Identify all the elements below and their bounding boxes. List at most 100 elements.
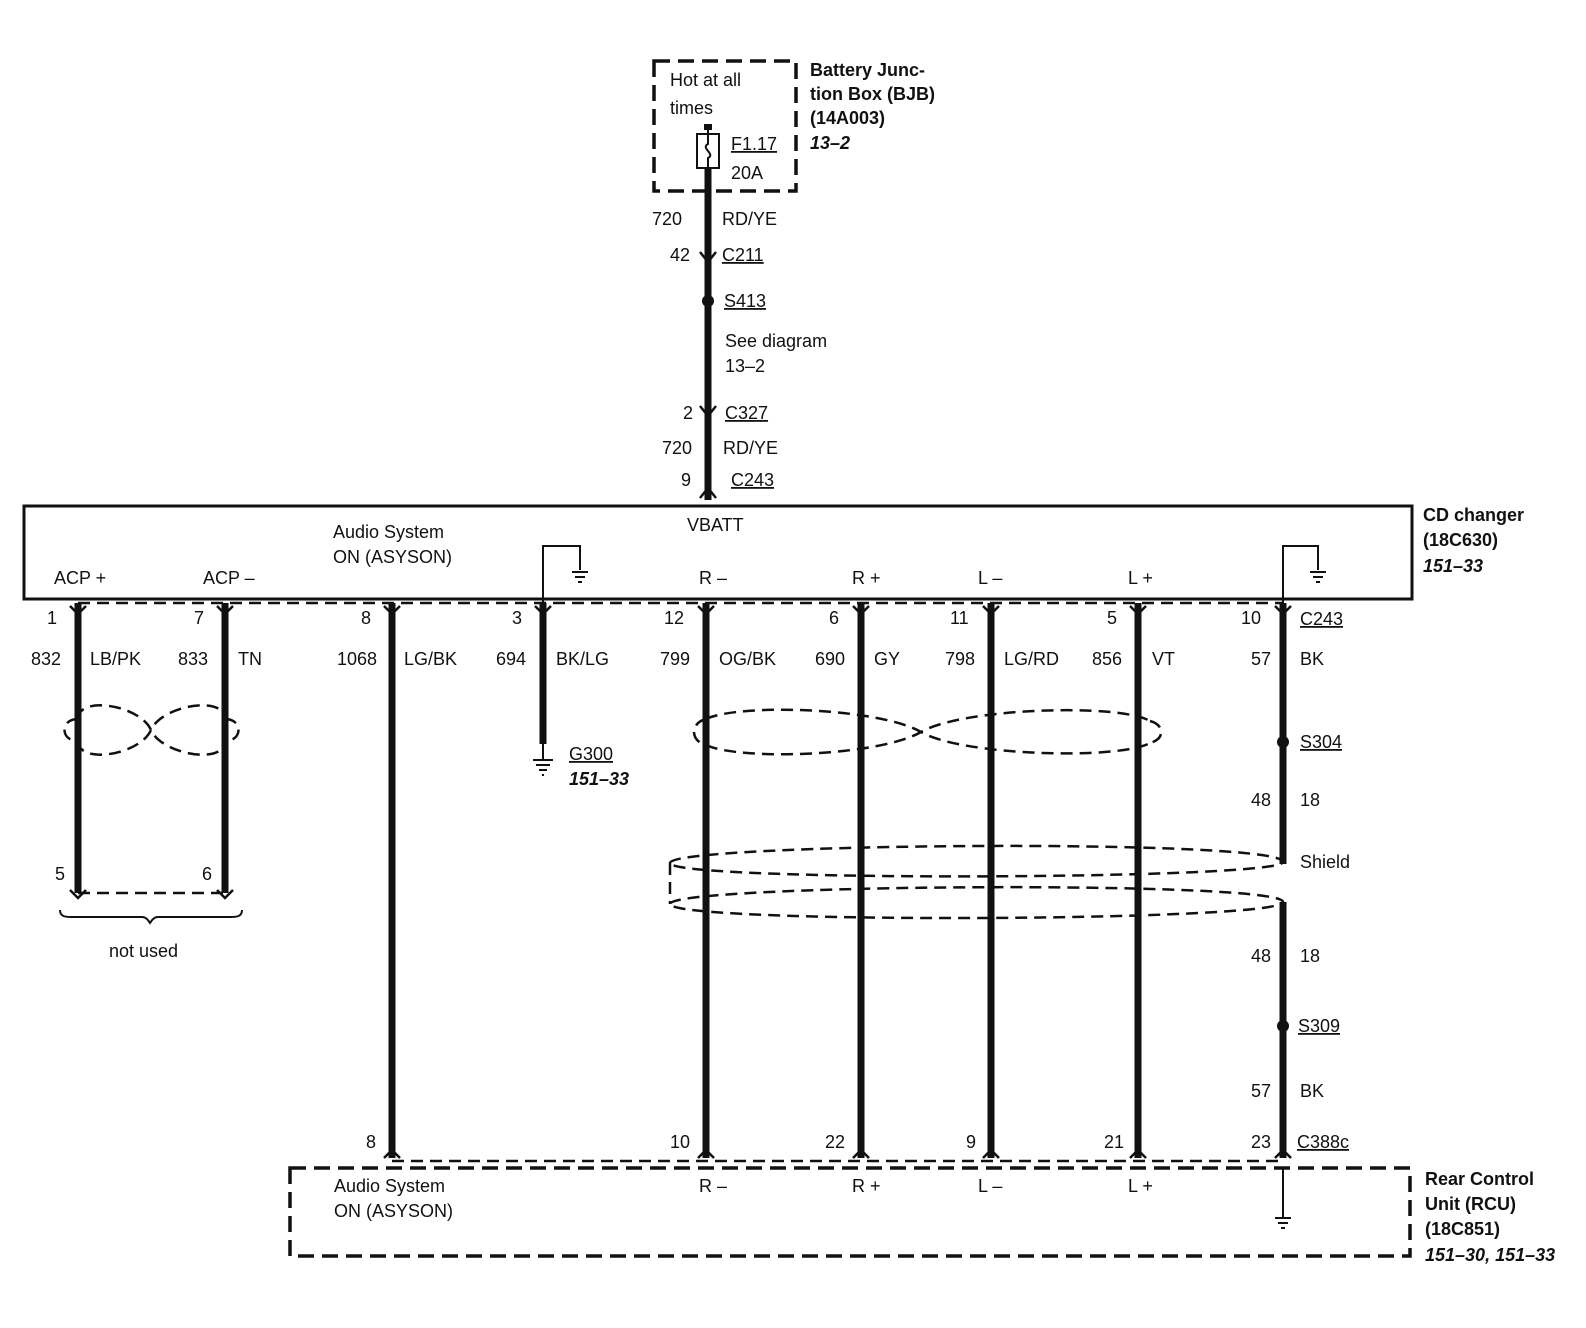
rcu-asyson-1: Audio System <box>334 1176 445 1196</box>
wire-856 <box>1129 603 1147 1159</box>
acp-plus-label: ACP + <box>54 568 106 588</box>
not-used-label: not used <box>109 941 178 961</box>
cd-l-minus: L – <box>978 568 1002 588</box>
rcu-pin-6: 23 <box>1251 1132 1271 1152</box>
wire-3-color: LG/BK <box>404 649 457 669</box>
rcu-title-2: Unit (RCU) <box>1425 1194 1516 1214</box>
twisted-pair-right-icon <box>692 708 1163 756</box>
shield-circuit-c: 57 <box>1251 1081 1271 1101</box>
connector-c211-icon <box>699 251 717 265</box>
wire-9-circuit: 57 <box>1251 649 1271 669</box>
bjb-box <box>652 59 798 193</box>
rcu-part: (18C851) <box>1425 1219 1500 1239</box>
wire-1-pin: 1 <box>47 608 57 628</box>
wire-6-color: GY <box>874 649 900 669</box>
connector-c243-top: C243 <box>731 470 774 490</box>
wire-8-color: VT <box>1152 649 1175 669</box>
shield-gauge-b: 18 <box>1300 946 1320 966</box>
see-diagram-2: 13–2 <box>725 356 765 376</box>
wire-798 <box>982 603 1000 1159</box>
acp-minus-label: ACP – <box>203 568 255 588</box>
twisted-pair-left-icon <box>63 704 240 756</box>
wire-1-color: LB/PK <box>90 649 141 669</box>
rcu-title-1: Rear Control <box>1425 1169 1534 1189</box>
fuse-icon <box>696 124 720 169</box>
wire-5-pin: 12 <box>664 608 684 628</box>
connector-c243: C243 <box>1300 609 1343 629</box>
rcu-l-plus: L + <box>1128 1176 1153 1196</box>
see-diagram-1: See diagram <box>725 331 827 351</box>
splice-s413: S413 <box>724 291 766 311</box>
splice-s413-icon <box>702 295 714 307</box>
not-used-brace-icon <box>59 909 243 925</box>
wire-4-pin: 3 <box>512 608 522 628</box>
wire-8-circuit: 856 <box>1092 649 1122 669</box>
splice-s304-icon <box>1277 736 1289 748</box>
feed-circuit-1: 720 <box>652 209 682 229</box>
wire-4-circuit: 694 <box>496 649 526 669</box>
connector-c243-top-icon <box>699 485 717 499</box>
rcu-asyson-2: ON (ASYSON) <box>334 1201 453 1221</box>
wire-7-circuit: 798 <box>945 649 975 669</box>
wire-690 <box>852 603 870 1159</box>
wire-6-pin: 6 <box>829 608 839 628</box>
fuse-rating: 20A <box>731 163 763 183</box>
connector-c327-icon <box>699 405 717 419</box>
rcu-l-minus: L – <box>978 1176 1002 1196</box>
bjb-title-1: Battery Junc- <box>810 60 925 80</box>
ground-g300-icon <box>533 744 553 776</box>
wire-3-pin: 8 <box>361 608 371 628</box>
wire-1068 <box>383 603 401 1159</box>
feed-color-1: RD/YE <box>722 209 777 229</box>
wire-9-pin: 10 <box>1241 608 1261 628</box>
splice-s309: S309 <box>1298 1016 1340 1036</box>
feed-circuit-2: 720 <box>662 438 692 458</box>
wire-4-color: BK/LG <box>556 649 609 669</box>
feed-color-2: RD/YE <box>723 438 778 458</box>
cd-r-plus: R + <box>852 568 881 588</box>
wire-5-circuit: 799 <box>660 649 690 669</box>
not-used-pin-a: 5 <box>55 864 65 884</box>
wire-7-color: LG/RD <box>1004 649 1059 669</box>
cd-changer-title: CD changer <box>1423 505 1524 525</box>
rcu-box <box>288 1166 1412 1258</box>
wire-2-pin: 7 <box>194 608 204 628</box>
cd-changer-ref: 151–33 <box>1423 556 1483 576</box>
vbatt-label: VBATT <box>687 515 744 535</box>
wire-5-color: OG/BK <box>719 649 776 669</box>
cd-asyson-2: ON (ASYSON) <box>333 547 452 567</box>
bjb-ref: 13–2 <box>810 133 850 153</box>
shield-circuit-a: 48 <box>1251 790 1271 810</box>
wire-694 <box>534 603 552 744</box>
shield-circuit-b: 48 <box>1251 946 1271 966</box>
wire-57-ground <box>1274 603 1292 1159</box>
fuse-id: F1.17 <box>731 134 777 154</box>
not-used-pin-5-icon <box>69 889 87 900</box>
internal-ground-2-icon <box>1282 545 1326 603</box>
bjb-title-2: tion Box (BJB) <box>810 84 935 104</box>
splice-s309-icon <box>1277 1020 1289 1032</box>
shield-icon <box>668 844 1285 920</box>
wire-799 <box>697 603 715 1159</box>
cd-changer-box <box>22 504 1414 601</box>
wire-7-pin: 11 <box>950 608 969 628</box>
rcu-pin-2: 10 <box>670 1132 690 1152</box>
wire-833 <box>216 603 234 893</box>
wire-832 <box>69 603 87 893</box>
bjb-part: (14A003) <box>810 108 885 128</box>
rcu-pin-3: 22 <box>825 1132 845 1152</box>
rcu-pin-1: 8 <box>366 1132 376 1152</box>
feed-pin-c211: 42 <box>670 245 690 265</box>
connector-c388c: C388c <box>1297 1132 1349 1152</box>
not-used-pin-6-icon <box>216 889 234 900</box>
bjb-hot-label-2: times <box>670 98 713 118</box>
wire-9-color: BK <box>1300 649 1324 669</box>
cd-l-plus: L + <box>1128 568 1153 588</box>
wire-3-circuit: 1068 <box>337 649 377 669</box>
bjb-hot-label-1: Hot at all <box>670 70 741 90</box>
wire-2-color: TN <box>238 649 262 669</box>
rcu-pin-5: 21 <box>1104 1132 1124 1152</box>
feed-pin-c327: 2 <box>683 403 693 423</box>
ground-g300-ref: 151–33 <box>569 769 629 789</box>
